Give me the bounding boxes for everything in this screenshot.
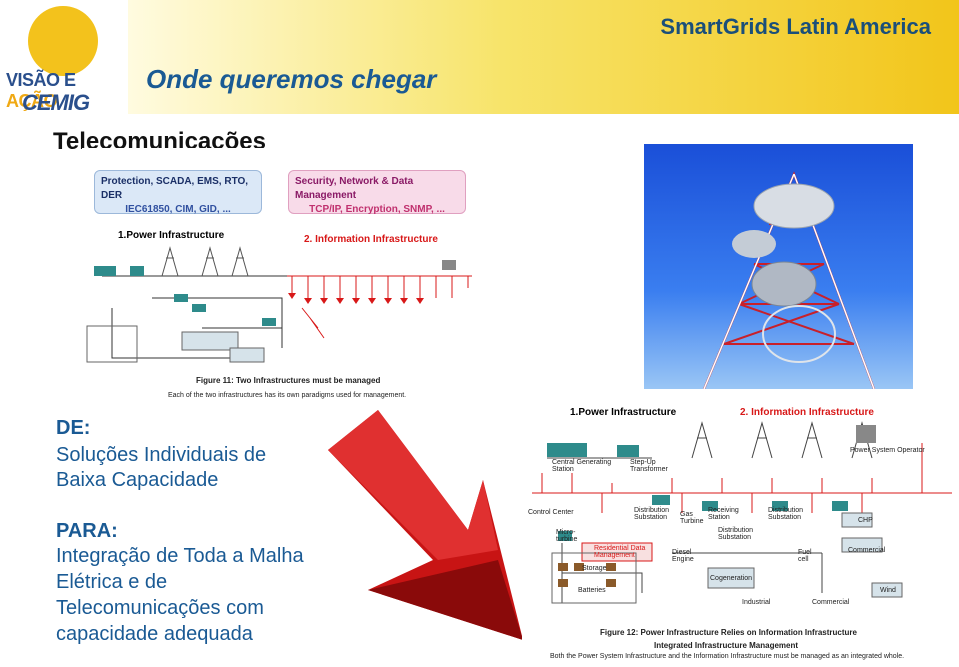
de-line-1: Soluções Individuais de [56,444,267,466]
power-infrastructure-label-2: 1.Power Infrastructure [570,407,677,418]
label-receiving-station: Receiving Station [708,507,739,521]
label-commercial-2: Commercial [812,599,850,606]
security-box: Security, Network & Data Management TCP/… [288,170,466,215]
cemig-logo: VISÃO E AÇÃO CEMIG [0,0,128,118]
header-band [128,0,959,114]
para-line-1: Integração de Toda a Malha [56,545,304,567]
para-label: PARA: [56,520,118,542]
para-line-3: Telecomunicações com [56,597,264,619]
label-fuel-cell: Fuel cell [798,549,812,563]
logo-sun-icon [28,6,98,76]
brand-title: SmartGrids Latin America [660,14,931,39]
label-chp: CHP [858,517,873,524]
protection-box: Protection, SCADA, EMS, RTO, DER IEC6185… [94,170,262,215]
logo-wordmark: CEMIG [22,90,90,115]
telecom-tower-icon [703,171,875,389]
grid-illustration [86,246,472,363]
information-infrastructure-label-2: 2. Information Infrastructure [740,407,874,418]
label-power-system-operator: Power System Operator [850,447,925,454]
label-commercial-1: Commercial [848,547,886,554]
figure-11-caption: Figure 11: Two Infrastructures must be m… [196,376,381,385]
para-line-2: Elétrica e de [56,571,168,593]
label-storage: Storage [582,565,607,572]
slide-title: Onde queremos chegar [146,64,437,94]
label-distribution-substation-3: Distribution Substation [768,507,804,521]
label-industrial: Industrial [742,599,771,606]
red-arrow-icon [328,410,523,640]
logo-tagline: VISÃO E AÇÃO [6,70,76,111]
label-batteries: Batteries [578,587,606,594]
figure-12-caption: Figure 12: Power Infrastructure Relies o… [600,628,857,637]
integrated-grid-illustration [532,421,952,604]
label-gas-turbine: Gas Turbine [680,511,704,525]
label-distribution-substation-2: Distribution Substation [718,527,754,541]
telecom-tower-photo [644,144,913,389]
power-infrastructure-label: 1.Power Infrastructure [118,230,225,241]
label-wind: Wind [880,587,896,594]
label-step-up-transformer: Step-Up Transformer [630,459,668,473]
label-diesel-engine: Diesel Engine [672,549,694,563]
label-distribution-substation-1: Distribution Substation [634,507,670,521]
label-central-generating-station: Central Generating Station [552,459,612,473]
information-infrastructure-label: 2. Information Infrastructure [304,234,438,245]
integrated-infrastructure-diagram: 1.Power Infrastructure 2. Information In… [522,403,959,665]
de-line-2: Baixa Capacidade [56,469,219,491]
de-label: DE: [56,417,91,439]
figure-12-note: Both the Power System Infrastructure and… [550,653,905,660]
two-infrastructures-diagram: Protection, SCADA, EMS, RTO, DER IEC6185… [82,148,494,406]
label-micro-turbine: Micro-turbine [556,529,578,543]
figure-11-subcaption: Each of the two infrastructures has its … [168,392,407,399]
figure-12-subtitle: Integrated Infrastructure Management [654,641,799,650]
label-cogeneration: Cogeneration [710,575,753,582]
label-control-center: Control Center [528,509,574,516]
label-residential-data-management: Residential Data Management [594,545,646,559]
para-line-4: capacidade adequada [56,623,253,645]
